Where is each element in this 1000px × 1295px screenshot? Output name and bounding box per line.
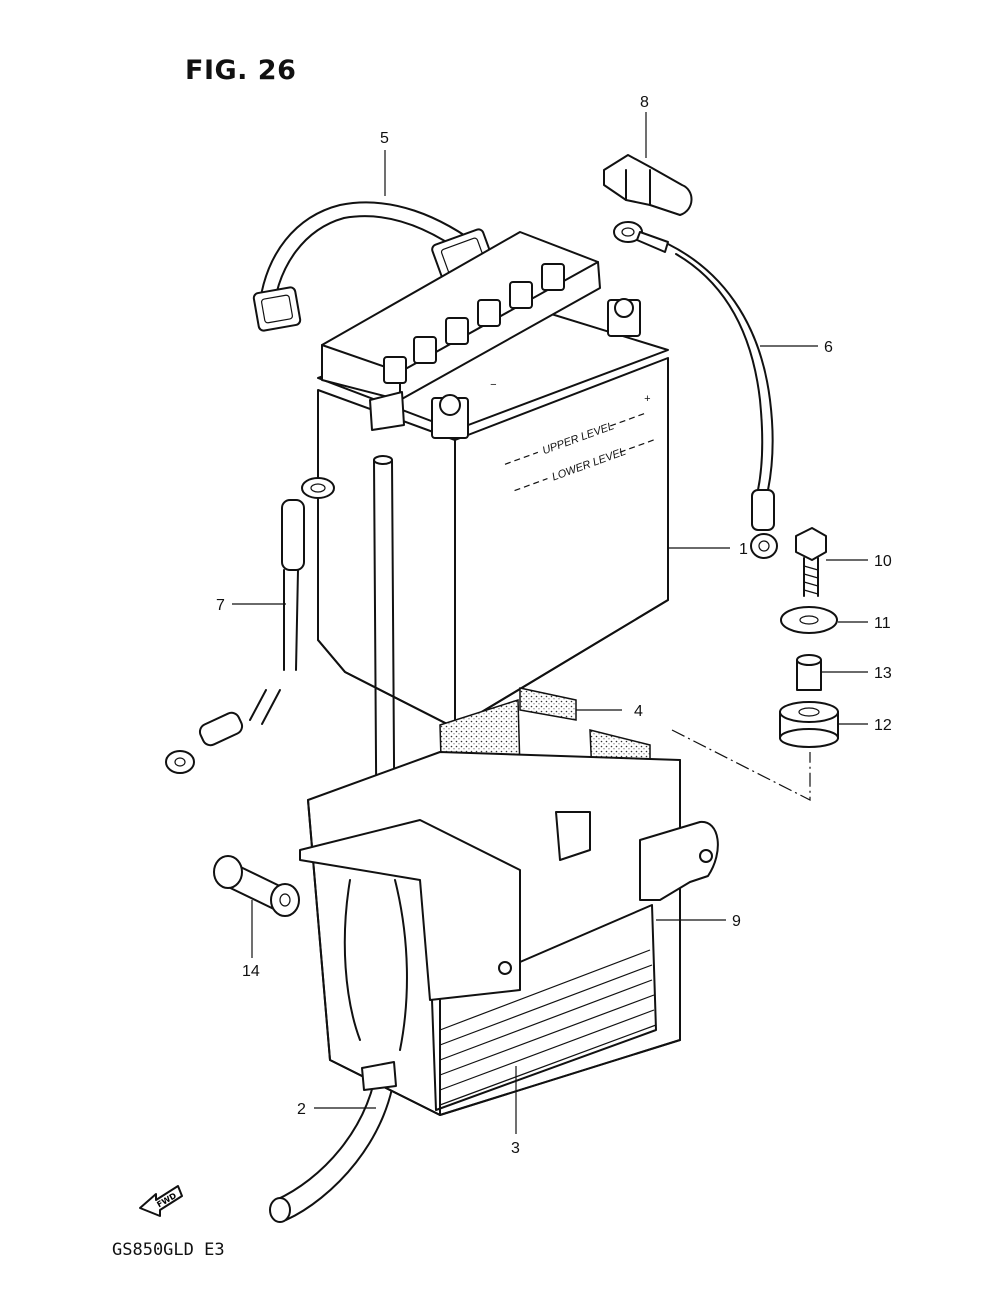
part-rubber-mount [213,855,300,917]
callout-10: 10 [874,553,892,570]
model-code: GS850GLD E3 [112,1240,225,1260]
callout-13: 13 [874,665,892,682]
part-positive-cable [165,477,335,774]
part-collar [796,654,822,691]
part-grommet [779,701,839,748]
callout-14: 14 [242,963,260,980]
part-battery-case [299,751,719,1116]
vent-caps [383,263,565,384]
callout-labels: 1 2 3 4 5 6 7 8 9 10 11 12 13 14 [216,94,892,1157]
part-terminal-cover [603,154,693,216]
figure-title: FIG. 26 [185,55,297,86]
part-battery: − + UPPER LEVEL LOWER LEVEL [317,231,669,729]
callout-6: 6 [824,339,833,356]
callout-2: 2 [297,1101,306,1118]
part-bolt [795,527,827,597]
battery-terminal-positive [431,394,469,439]
part-negative-cable [613,221,778,559]
part-washer [780,606,838,634]
callout-9: 9 [732,913,741,930]
callout-7: 7 [216,597,225,614]
callout-4: 4 [634,703,643,720]
callout-1: 1 [739,541,748,558]
callout-11: 11 [874,615,891,632]
fwd-arrow-icon: FWD [139,1185,183,1217]
callout-5: 5 [380,130,389,147]
callout-3: 3 [511,1140,520,1157]
callout-8: 8 [640,94,649,111]
plus-symbol: + [644,393,651,405]
leader-lines [232,112,868,1134]
minus-symbol: − [490,379,497,391]
callout-12: 12 [874,717,892,734]
battery-terminal-negative [607,298,641,337]
